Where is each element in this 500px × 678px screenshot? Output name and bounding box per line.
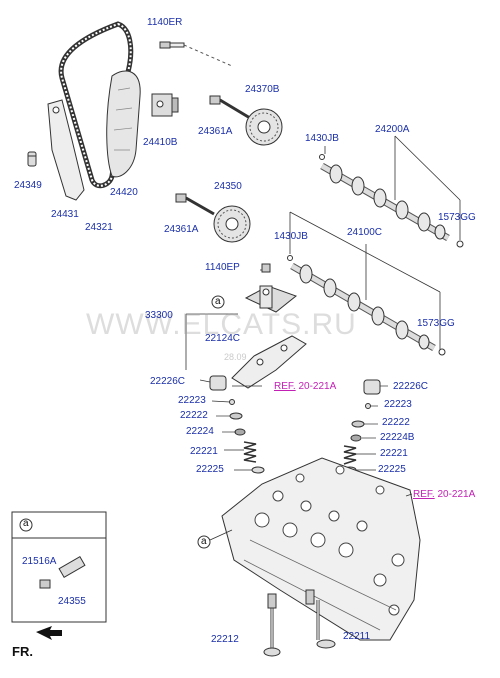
part-22224[interactable]: 22224 [186, 426, 214, 437]
part-24349[interactable]: 24349 [14, 180, 42, 191]
sprocket-bolt-upper[interactable] [209, 95, 251, 120]
part-22226C-right[interactable]: 22226C [393, 381, 429, 392]
part-21516A[interactable]: 21516A [22, 556, 57, 567]
part-24200A[interactable]: 24200A [375, 124, 410, 135]
pivot-bolt[interactable] [27, 151, 37, 167]
chain-guide[interactable] [106, 70, 141, 178]
part-22225-right[interactable]: 22225 [378, 464, 406, 475]
part-1573GG-upper[interactable]: 1573GG [438, 212, 476, 223]
part-22222-left[interactable]: 22222 [180, 410, 208, 421]
part-24355[interactable]: 24355 [58, 596, 86, 607]
bolt-1140er[interactable] [159, 41, 233, 67]
part-22226C-left[interactable]: 22226C [150, 376, 186, 387]
intake-camshaft[interactable] [290, 262, 436, 352]
timing-chain[interactable] [58, 21, 134, 189]
valve-spring-right[interactable] [343, 445, 357, 465]
plug-1573gg-lower[interactable] [438, 348, 446, 356]
oil-control-valve[interactable] [244, 285, 298, 313]
part-22223-left[interactable]: 22223 [178, 395, 206, 406]
part-24321[interactable]: 24321 [85, 222, 113, 233]
valve-tappet-left[interactable] [209, 375, 227, 391]
watermark: WWW.ELCATS.RU [86, 308, 357, 341]
part-24350[interactable]: 24350 [214, 181, 242, 192]
reference-prefix-2: REF. [413, 489, 435, 500]
part-22221-left[interactable]: 22221 [190, 446, 218, 457]
part-24410B[interactable]: 24410B [143, 137, 178, 148]
part-24361A-upper[interactable]: 24361A [198, 126, 233, 137]
part-1430JB-lower[interactable]: 1430JB [274, 231, 308, 242]
ball-1430jb-upper[interactable] [319, 154, 325, 160]
front-direction-arrow [36, 626, 62, 640]
part-1430JB-upper[interactable]: 1430JB [305, 133, 339, 144]
head-callout-circle[interactable] [197, 529, 233, 549]
exhaust-sprocket[interactable] [245, 108, 283, 146]
detail-box-frame [11, 511, 107, 623]
ocv-detail-part[interactable] [39, 555, 86, 589]
part-22124C[interactable]: 22124C [205, 333, 241, 344]
part-1573GG-lower[interactable]: 1573GG [417, 318, 455, 329]
front-label: FR. [12, 644, 33, 659]
hydraulic-tensioner[interactable] [151, 93, 179, 117]
valve-spring-left[interactable] [243, 441, 257, 463]
lower-leader-lines [199, 379, 413, 497]
oil-feed-bracket[interactable] [231, 335, 307, 389]
part-33300[interactable]: 33300 [145, 310, 173, 321]
part-22212[interactable]: 22212 [211, 634, 239, 645]
shim-right[interactable] [365, 403, 371, 409]
part-24420[interactable]: 24420 [110, 187, 138, 198]
part-1140EP[interactable]: 1140EP [205, 262, 240, 273]
head-callout-letter: a [201, 536, 207, 547]
leader-lines [185, 135, 461, 370]
reference-link-1[interactable]: REF. 20-221A [274, 381, 336, 393]
retainer-left[interactable] [229, 412, 243, 420]
part-24431[interactable]: 24431 [51, 209, 79, 220]
part-22223-right[interactable]: 22223 [384, 399, 412, 410]
reference-code-2: 20-221A [437, 489, 476, 500]
bolt-1140ep[interactable] [261, 263, 271, 273]
seal-left[interactable] [251, 466, 265, 474]
exhaust-camshaft[interactable] [320, 162, 450, 242]
part-1140ER[interactable]: 1140ER [147, 17, 183, 28]
seat-left[interactable] [234, 428, 246, 436]
plug-1573gg-upper[interactable] [456, 240, 464, 248]
sprocket-bolt-lower[interactable] [175, 193, 215, 216]
intake-valve[interactable] [316, 600, 336, 649]
part-22221-right[interactable]: 22221 [380, 448, 408, 459]
part-24370B[interactable]: 24370B [245, 84, 280, 95]
retainer-right[interactable] [351, 420, 365, 428]
valve-tappet-right[interactable] [363, 379, 381, 395]
date-mark: 28.09 [224, 352, 247, 362]
reference-link-2[interactable]: REF. 20-221A [413, 489, 475, 501]
intake-sprocket[interactable] [213, 205, 251, 243]
part-24361A-lower[interactable]: 24361A [164, 224, 199, 235]
reference-prefix-1: REF. [274, 381, 296, 392]
valve-guides[interactable] [267, 589, 315, 609]
ball-1430jb-lower[interactable] [287, 255, 293, 261]
part-22222-right[interactable]: 22222 [382, 417, 410, 428]
detail-box-letter: a [23, 518, 29, 529]
detail-callout-circle[interactable] [211, 295, 225, 309]
part-22225-left[interactable]: 22225 [196, 464, 224, 475]
tensioner-arm[interactable] [47, 99, 85, 201]
part-22224B[interactable]: 22224B [380, 432, 415, 443]
part-22211[interactable]: 22211 [343, 631, 371, 642]
callout-letter: a [215, 296, 221, 307]
shim-left[interactable] [229, 399, 235, 405]
reference-code-1: 20-221A [298, 381, 337, 392]
cylinder-head[interactable] [221, 457, 421, 641]
seat-right[interactable] [350, 434, 362, 442]
part-24100C[interactable]: 24100C [347, 227, 383, 238]
